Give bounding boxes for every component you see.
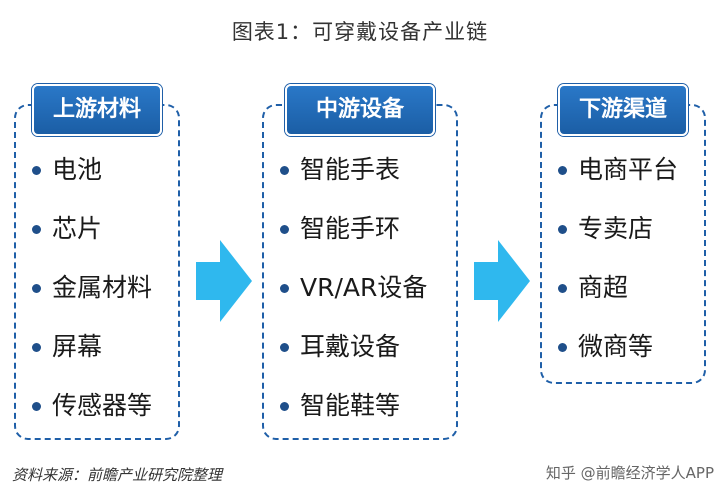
bullet-icon [32,225,41,234]
bullet-icon [558,284,567,293]
bullet-icon [32,402,41,411]
list-item: 金属材料 [16,258,178,317]
list-item: 屏幕 [16,317,178,376]
bullet-icon [280,166,289,175]
right-arrow-icon [196,240,252,322]
list-item: 电池 [16,140,178,199]
list-item: 专卖店 [542,199,704,258]
bullet-icon [280,402,289,411]
bullet-icon [558,343,567,352]
list-item: 智能鞋等 [264,376,456,435]
list-item: 耳戴设备 [264,317,456,376]
watermark: 知乎 @前瞻经济学人APP [545,464,714,482]
diagram-title: 图表1：可穿戴设备产业链 [231,20,489,44]
upstream-materials-panel: 上游材料 电池 芯片 金属材料 屏幕 传感器等 [14,84,180,440]
bullet-icon [558,166,567,175]
bullet-icon [280,225,289,234]
list-item: VR/AR设备 [264,258,456,317]
midstream-list: 智能手表 智能手环 VR/AR设备 耳戴设备 智能鞋等 [264,140,456,435]
list-item: 传感器等 [16,376,178,435]
list-item: 智能手表 [264,140,456,199]
list-item: 电商平台 [542,140,704,199]
right-arrow-icon [474,240,530,322]
upstream-header: 上游材料 [32,84,162,136]
downstream-header: 下游渠道 [558,84,688,136]
midstream-devices-panel: 中游设备 智能手表 智能手环 VR/AR设备 耳戴设备 智能鞋等 [262,84,458,440]
bullet-icon [32,284,41,293]
list-item: 商超 [542,258,704,317]
list-item: 智能手环 [264,199,456,258]
bullet-icon [280,284,289,293]
midstream-header: 中游设备 [285,84,435,136]
downstream-list: 电商平台 专卖店 商超 微商等 [542,140,704,376]
list-item: 芯片 [16,199,178,258]
upstream-list: 电池 芯片 金属材料 屏幕 传感器等 [16,140,178,435]
bullet-icon [32,343,41,352]
list-item: 微商等 [542,317,704,376]
source-note: 资料来源：前瞻产业研究院整理 [12,466,223,484]
bullet-icon [280,343,289,352]
bullet-icon [32,166,41,175]
bullet-icon [558,225,567,234]
downstream-channels-panel: 下游渠道 电商平台 专卖店 商超 微商等 [540,84,706,384]
